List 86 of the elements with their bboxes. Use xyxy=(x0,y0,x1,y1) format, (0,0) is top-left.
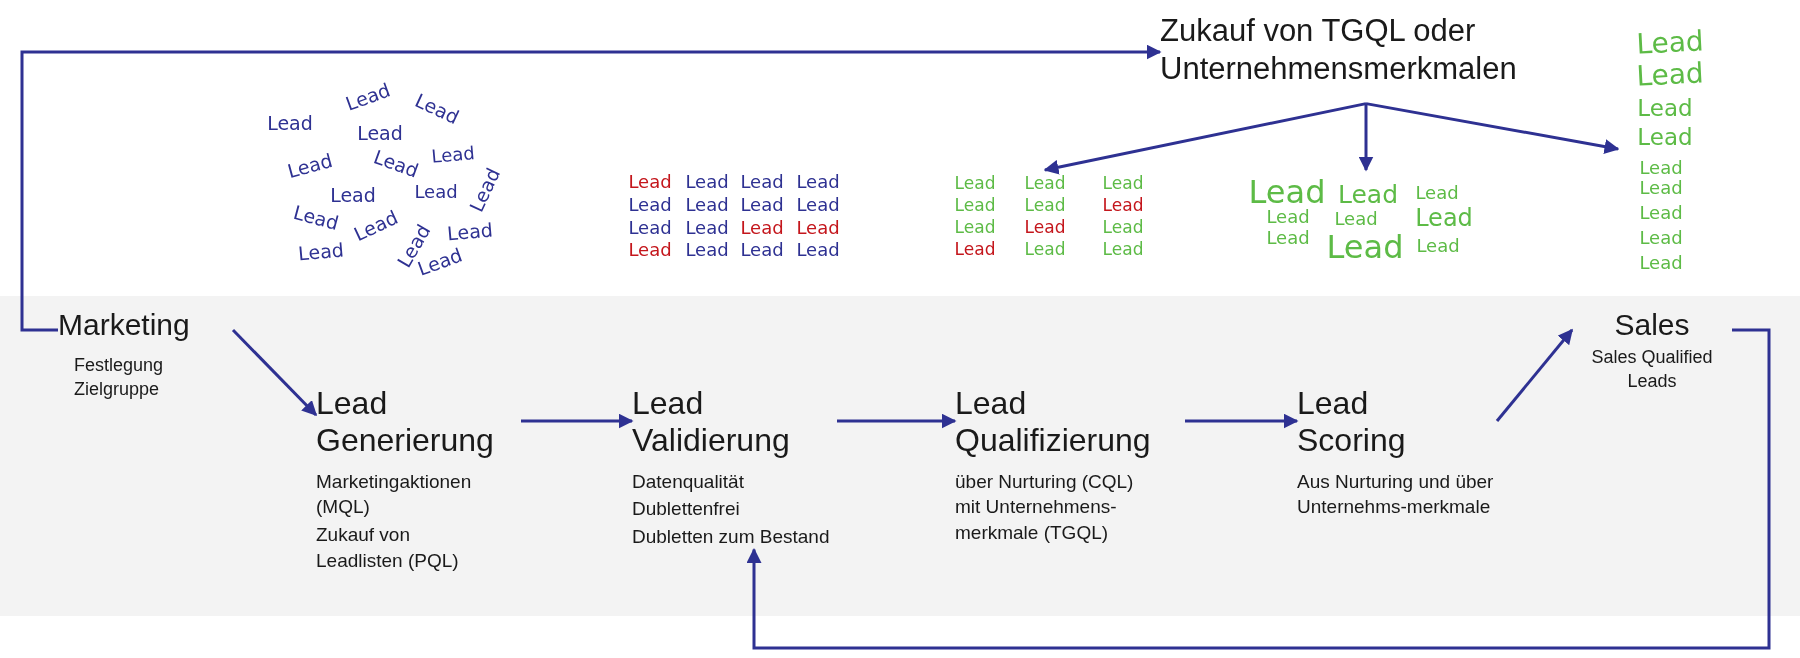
arrow xyxy=(1358,103,1374,172)
lead-word: Lead xyxy=(628,219,672,237)
lead-word: Lead xyxy=(1024,174,1066,192)
step-title: Lead Qualifizierung xyxy=(955,385,1152,459)
lead-word: Lead xyxy=(343,80,393,114)
arrow xyxy=(746,328,1771,650)
lead-word: Lead xyxy=(954,174,996,192)
step-title: Lead Generierung xyxy=(316,385,495,459)
lead-word: Lead xyxy=(430,144,476,166)
lead-word: Lead xyxy=(685,173,729,191)
lead-word: Lead xyxy=(685,219,729,237)
lead-word: Lead xyxy=(1024,218,1066,236)
lead-word: Lead xyxy=(1266,229,1310,247)
step-description: über Nurturing (CQL) mit Unternehmens-merkmale (TGQL) xyxy=(955,469,1135,545)
lead-word: Lead xyxy=(291,202,341,234)
lead-word: Lead xyxy=(796,173,840,191)
lead-word: Lead xyxy=(1266,208,1310,226)
lead-word: Lead xyxy=(1102,240,1144,258)
lead-word: Lead xyxy=(1639,229,1683,247)
arrow xyxy=(1185,413,1299,429)
lead-word: Lead xyxy=(954,240,996,258)
lead-word: Lead xyxy=(1635,27,1705,59)
lead-word: Lead xyxy=(1102,174,1144,192)
lead-word: Lead xyxy=(466,165,504,215)
lead-word: Lead xyxy=(357,123,403,143)
lead-word: Lead xyxy=(1415,206,1473,230)
step-title: Lead Validierung xyxy=(632,385,791,459)
lead-word: Lead xyxy=(330,185,376,205)
step-description: Aus Nurturing und über Unternehms-merkmale xyxy=(1297,469,1495,520)
heading-text: Zukauf von TGQL oder Unternehmensmerkmalen xyxy=(1160,12,1518,88)
step-description: Sales Qualified Leads xyxy=(1590,345,1714,393)
lead-word: Lead xyxy=(685,196,729,214)
arrow xyxy=(231,328,318,417)
step-description: Dubletten zum Bestand xyxy=(632,524,831,549)
lead-word: Lead xyxy=(954,218,996,236)
lead-word: Lead xyxy=(1326,231,1404,263)
lead-word: Lead xyxy=(1415,184,1459,202)
lead-word: Lead xyxy=(1102,218,1144,236)
arrow xyxy=(837,413,957,429)
lead-word: Lead xyxy=(1248,176,1326,208)
lead-word: Lead xyxy=(796,241,840,259)
lead-word: Lead xyxy=(954,196,996,214)
lead-word: Lead xyxy=(796,196,840,214)
lead-word: Lead xyxy=(1334,210,1378,228)
lead-word: Lead xyxy=(1416,237,1460,255)
arrow xyxy=(1495,328,1574,422)
lead-word: Lead xyxy=(1024,240,1066,258)
lead-word: Lead xyxy=(796,219,840,237)
lead-word: Lead xyxy=(685,241,729,259)
lead-word: Lead xyxy=(1637,125,1693,149)
lead-word: Lead xyxy=(446,220,494,244)
step-title: Sales xyxy=(1613,308,1691,343)
lead-word: Lead xyxy=(412,90,462,128)
lead-word: Lead xyxy=(351,207,401,245)
lead-word: Lead xyxy=(267,113,313,133)
lead-word: Lead xyxy=(1639,254,1683,272)
lead-word: Lead xyxy=(628,241,672,259)
lead-word: Lead xyxy=(1639,159,1683,177)
step-description: Zukauf von Leadlisten (PQL) xyxy=(316,522,460,573)
arrow xyxy=(20,44,1162,332)
step-description: Datenqualität xyxy=(632,469,745,494)
lead-word: Lead xyxy=(628,173,672,191)
lead-word: Lead xyxy=(1639,204,1683,222)
arrow xyxy=(1365,102,1620,154)
lead-word: Lead xyxy=(628,196,672,214)
lead-word: Lead xyxy=(740,241,784,259)
lead-word: Lead xyxy=(740,196,784,214)
step-description: Marketingaktionen (MQL) xyxy=(316,469,473,520)
step-description: Festlegung Zielgruppe xyxy=(74,353,165,401)
lead-word: Lead xyxy=(297,240,345,264)
lead-word: Lead xyxy=(371,147,421,181)
lead-word: Lead xyxy=(740,173,784,191)
lead-word: Lead xyxy=(1102,196,1144,214)
lead-word: Lead xyxy=(1024,196,1066,214)
arrow xyxy=(1043,102,1367,175)
lead-word: Lead xyxy=(414,183,458,201)
lead-word: Lead xyxy=(1637,96,1693,120)
arrow xyxy=(521,413,634,429)
step-title: Marketing xyxy=(58,308,191,343)
lead-word: Lead xyxy=(1639,179,1683,197)
step-title: Lead Scoring xyxy=(1297,385,1407,459)
step-description: Dublettenfrei xyxy=(632,497,741,522)
lead-word: Lead xyxy=(285,150,335,182)
lead-word: Lead xyxy=(1337,181,1399,207)
lead-word: Lead xyxy=(740,219,784,237)
lead-word: Lead xyxy=(1635,59,1705,91)
